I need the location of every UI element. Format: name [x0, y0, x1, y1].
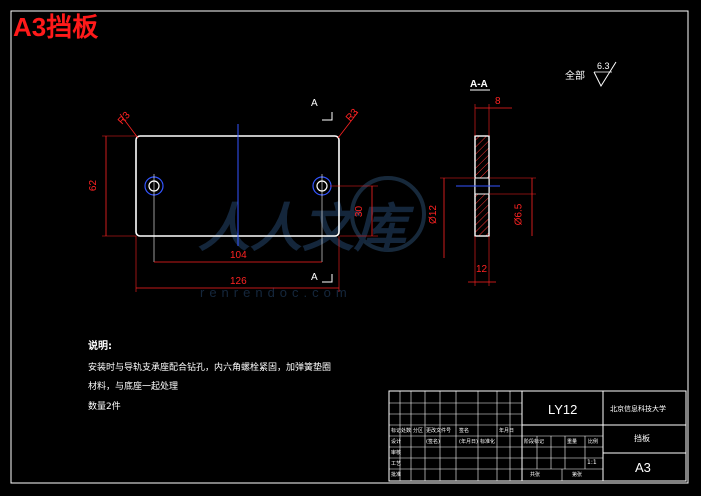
title-block-grid: [388, 390, 687, 482]
notes-line-1: 安装时与导轨支承座配合钻孔，内六角螺栓紧固，加弹簧垫圈: [88, 363, 332, 373]
section-mark-top-line: [322, 112, 333, 121]
school-name: 北京信息科技大学: [610, 405, 666, 413]
drawing-title: A3挡板: [13, 12, 99, 42]
tb-label: 更改文件号: [426, 428, 452, 434]
tb-label: 共张: [530, 472, 541, 478]
tb-label: (签名): [426, 439, 440, 445]
leader-r3-left: [119, 113, 139, 139]
section-label: A-A: [470, 79, 488, 90]
dim-dia12: Ø12: [427, 205, 439, 224]
roughness-value: 6.3: [597, 61, 610, 71]
scale-value: 1:1: [587, 459, 597, 466]
watermark: 人人文库 renrendoc.com: [198, 176, 426, 300]
roughness-prefix: 全部: [565, 71, 585, 82]
tb-label: 标准化: [480, 439, 496, 445]
tb-label: 标记: [391, 428, 402, 434]
sheet-border: [10, 10, 689, 484]
part-name: 挡板: [634, 434, 650, 443]
dim-8: 8: [495, 96, 501, 107]
section-mark-bottom-line: [322, 274, 333, 283]
leader-r3-right: [337, 111, 359, 139]
tb-label: 分区: [413, 428, 424, 434]
tb-label: 工艺: [391, 461, 402, 467]
tb-label: 设计: [391, 439, 402, 445]
dim-126: 126: [230, 276, 247, 287]
tb-label: 阶段标记: [524, 439, 545, 445]
tb-label: 签名: [459, 428, 470, 434]
tb-label: 第张: [572, 472, 583, 478]
notes-heading: 说明:: [88, 341, 112, 352]
tb-label: 处数: [401, 428, 412, 434]
watermark-main-text: 人人文库: [198, 200, 415, 258]
tb-label: 重量: [567, 439, 578, 445]
part-code: LY12: [548, 402, 578, 417]
notes-line-2: 材料，与底座一起处理: [88, 382, 179, 392]
tb-label: 年月日: [499, 428, 515, 434]
tb-label: (年月日): [459, 439, 478, 445]
dim-30: 30: [354, 205, 366, 218]
sheet-size: A3: [635, 460, 651, 475]
watermark-url-text: renrendoc.com: [200, 285, 352, 300]
dim-12: 12: [476, 264, 488, 275]
notes-line-3: 数量2件: [88, 402, 121, 412]
dim-dia6-5: Ø6.5: [513, 203, 525, 226]
watermark-circle: [350, 176, 426, 252]
section-mark-bottom: A: [311, 272, 318, 283]
dim-62: 62: [88, 179, 100, 192]
section-mark-top: A: [311, 98, 318, 109]
tb-label: 审核: [391, 450, 402, 456]
roughness-symbol: [593, 61, 617, 88]
tb-label: 比例: [588, 439, 599, 445]
tb-label: 批准: [391, 472, 402, 478]
dim-104: 104: [230, 250, 247, 261]
